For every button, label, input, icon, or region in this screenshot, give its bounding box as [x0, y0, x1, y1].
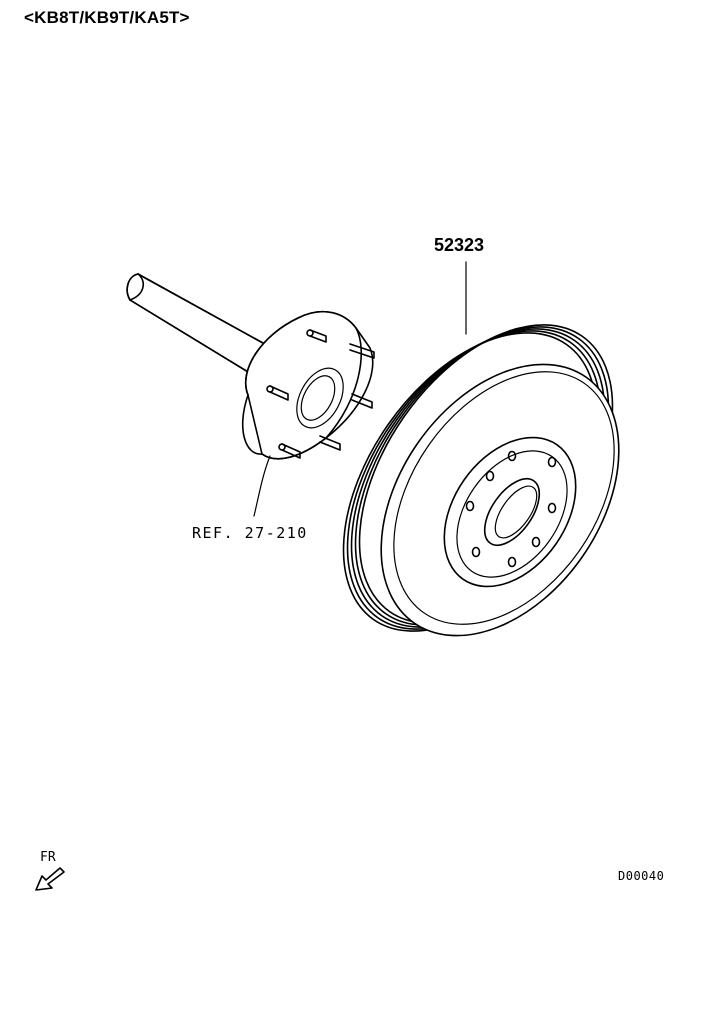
reference-leader-line — [253, 455, 271, 517]
front-direction-label: FR — [40, 850, 56, 865]
wheel-studs — [266, 329, 375, 459]
axle-shaft — [126, 273, 273, 379]
hub-flange — [241, 310, 375, 460]
model-codes-title: <KB8T/KB9T/KA5T> — [24, 8, 190, 27]
reference-callout: REF. 27-210 — [192, 524, 308, 542]
drum-bolt-holes — [465, 450, 557, 568]
front-direction-arrow-icon — [35, 867, 65, 891]
part-number-callout: 52323 — [434, 235, 485, 255]
brake-drum — [342, 324, 620, 637]
diagram-code: D00040 — [618, 869, 665, 883]
